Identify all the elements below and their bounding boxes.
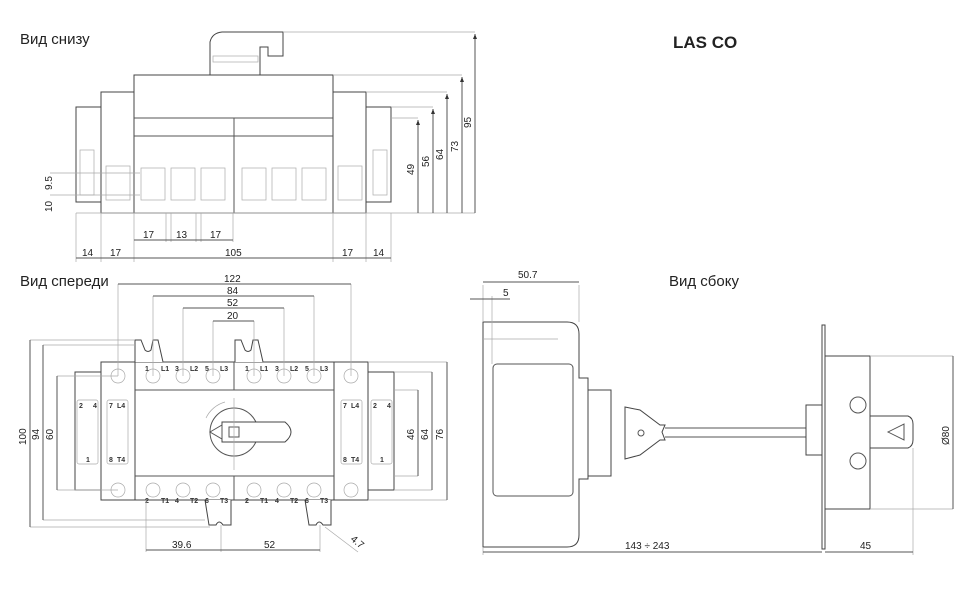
svg-text:L3: L3 [320, 366, 328, 373]
product-title: LAS CO [673, 33, 738, 52]
dim-5: 5 [503, 288, 509, 299]
svg-text:4: 4 [175, 498, 179, 505]
dim-46: 46 [406, 428, 417, 440]
bottom-view-label: Вид снизу [20, 31, 90, 48]
dim-17-right: 17 [342, 248, 354, 259]
svg-text:7: 7 [343, 403, 347, 410]
svg-text:T2: T2 [190, 498, 198, 505]
dim-64-front: 64 [420, 428, 431, 440]
svg-text:L3: L3 [220, 366, 228, 373]
svg-text:5: 5 [205, 366, 209, 373]
svg-text:T3: T3 [320, 498, 328, 505]
svg-text:L1: L1 [161, 366, 169, 373]
svg-text:6: 6 [305, 498, 309, 505]
dim-39-6: 39.6 [172, 540, 192, 551]
dim-143-243: 143 ÷ 243 [625, 541, 670, 552]
dim-4-7: 4.7 [348, 534, 366, 552]
rotary-handle-icon [205, 398, 292, 470]
dim-76: 76 [435, 428, 446, 440]
svg-text:L4: L4 [117, 403, 125, 410]
dim-17-left: 17 [110, 248, 122, 259]
svg-text:2: 2 [245, 498, 249, 505]
svg-text:L2: L2 [190, 366, 198, 373]
dim-64: 64 [435, 148, 446, 160]
svg-text:1: 1 [380, 457, 384, 464]
svg-text:5: 5 [305, 366, 309, 373]
dim-95: 95 [463, 116, 474, 128]
svg-text:7: 7 [109, 403, 113, 410]
dim-17-a: 17 [143, 230, 155, 241]
dim-49: 49 [406, 163, 417, 175]
dim-60: 60 [45, 428, 56, 440]
side-view-drawing: 50.7 5 143 ÷ 243 45 Ø80 [470, 270, 954, 555]
svg-text:L1: L1 [260, 366, 268, 373]
svg-text:6: 6 [205, 498, 209, 505]
svg-text:4: 4 [387, 403, 391, 410]
bottom-terminals [79, 149, 388, 201]
svg-text:4: 4 [93, 403, 97, 410]
front-view-label: Вид спереди [20, 273, 109, 290]
dim-13: 13 [176, 230, 188, 241]
top-terminal-labels: 1 L1 3 L2 5 L3 1 L1 3 L2 5 L3 [145, 366, 328, 373]
svg-text:L4: L4 [351, 403, 359, 410]
dim-17-b: 17 [210, 230, 222, 241]
dim-9-5: 9.5 [44, 176, 55, 190]
svg-text:T4: T4 [117, 457, 125, 464]
svg-text:T3: T3 [220, 498, 228, 505]
svg-text:3: 3 [175, 366, 179, 373]
bottom-view-drawing: 49 56 64 73 95 10 9.5 14 [44, 31, 477, 262]
svg-text:T1: T1 [161, 498, 169, 505]
svg-text:T2: T2 [290, 498, 298, 505]
svg-text:3: 3 [275, 366, 279, 373]
svg-text:1: 1 [145, 366, 149, 373]
dim-14-left: 14 [82, 248, 94, 259]
svg-text:1: 1 [245, 366, 249, 373]
svg-text:8: 8 [343, 457, 347, 464]
svg-text:L2: L2 [290, 366, 298, 373]
dim-10: 10 [44, 200, 55, 212]
dim-d80: Ø80 [941, 426, 952, 445]
svg-text:2: 2 [145, 498, 149, 505]
side-view-label: Вид сбоку [669, 273, 739, 290]
dim-45: 45 [860, 541, 872, 552]
svg-text:2: 2 [79, 403, 83, 410]
dim-52-bottom: 52 [264, 540, 276, 551]
svg-text:8: 8 [109, 457, 113, 464]
dim-100: 100 [18, 428, 29, 445]
dim-84: 84 [227, 286, 239, 297]
dim-20: 20 [227, 311, 239, 322]
svg-text:T4: T4 [351, 457, 359, 464]
dim-14-right: 14 [373, 248, 385, 259]
svg-text:T1: T1 [260, 498, 268, 505]
dim-122: 122 [224, 274, 241, 285]
dim-73: 73 [450, 140, 461, 152]
front-view-drawing: 1 L1 3 L2 5 L3 1 L1 3 L2 5 L3 2 T1 4 T2 … [18, 274, 448, 553]
bottom-terminal-labels: 2 T1 4 T2 6 T3 2 T1 4 T2 6 T3 [145, 498, 328, 505]
dim-52-top: 52 [227, 298, 239, 309]
dim-56: 56 [421, 155, 432, 167]
svg-text:4: 4 [275, 498, 279, 505]
dim-50-7: 50.7 [518, 270, 538, 281]
dim-94: 94 [31, 428, 42, 440]
svg-text:1: 1 [86, 457, 90, 464]
svg-text:2: 2 [373, 403, 377, 410]
dim-105: 105 [225, 248, 242, 259]
